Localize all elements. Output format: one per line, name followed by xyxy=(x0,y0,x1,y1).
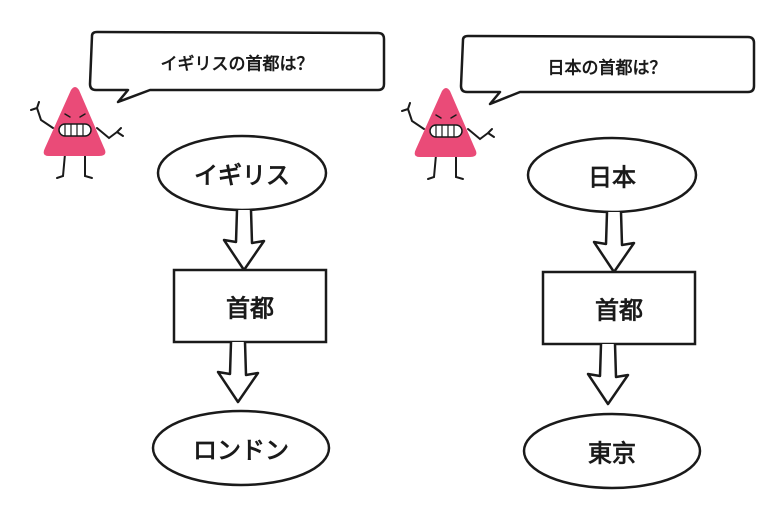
left-speech-bubble xyxy=(88,30,386,104)
right-arrow-1 xyxy=(592,210,636,274)
left-arrow-1 xyxy=(222,208,266,272)
right-speech-bubble xyxy=(459,34,756,106)
right-node-capital-box xyxy=(541,270,697,346)
right-node-country-label: 日本 xyxy=(588,163,636,192)
right-mascot-icon xyxy=(401,87,495,180)
left-node-answer xyxy=(151,409,331,487)
right-node-capital-label: 首都 xyxy=(595,296,643,325)
left-arrow-2 xyxy=(216,340,260,404)
left-node-answer-label: ロンドン xyxy=(193,436,289,465)
left-question-text: イギリスの首都は？ xyxy=(160,54,314,75)
right-node-answer-label: 東京 xyxy=(588,439,636,468)
left-node-country-label: イギリス xyxy=(194,161,290,190)
left-mascot-icon xyxy=(30,86,124,179)
right-arrow-2 xyxy=(586,342,630,406)
left-node-capital-box xyxy=(172,268,328,344)
left-node-capital-label: 首都 xyxy=(226,294,274,323)
right-node-answer xyxy=(522,412,702,490)
right-question-text: 日本の首都は？ xyxy=(547,58,667,79)
